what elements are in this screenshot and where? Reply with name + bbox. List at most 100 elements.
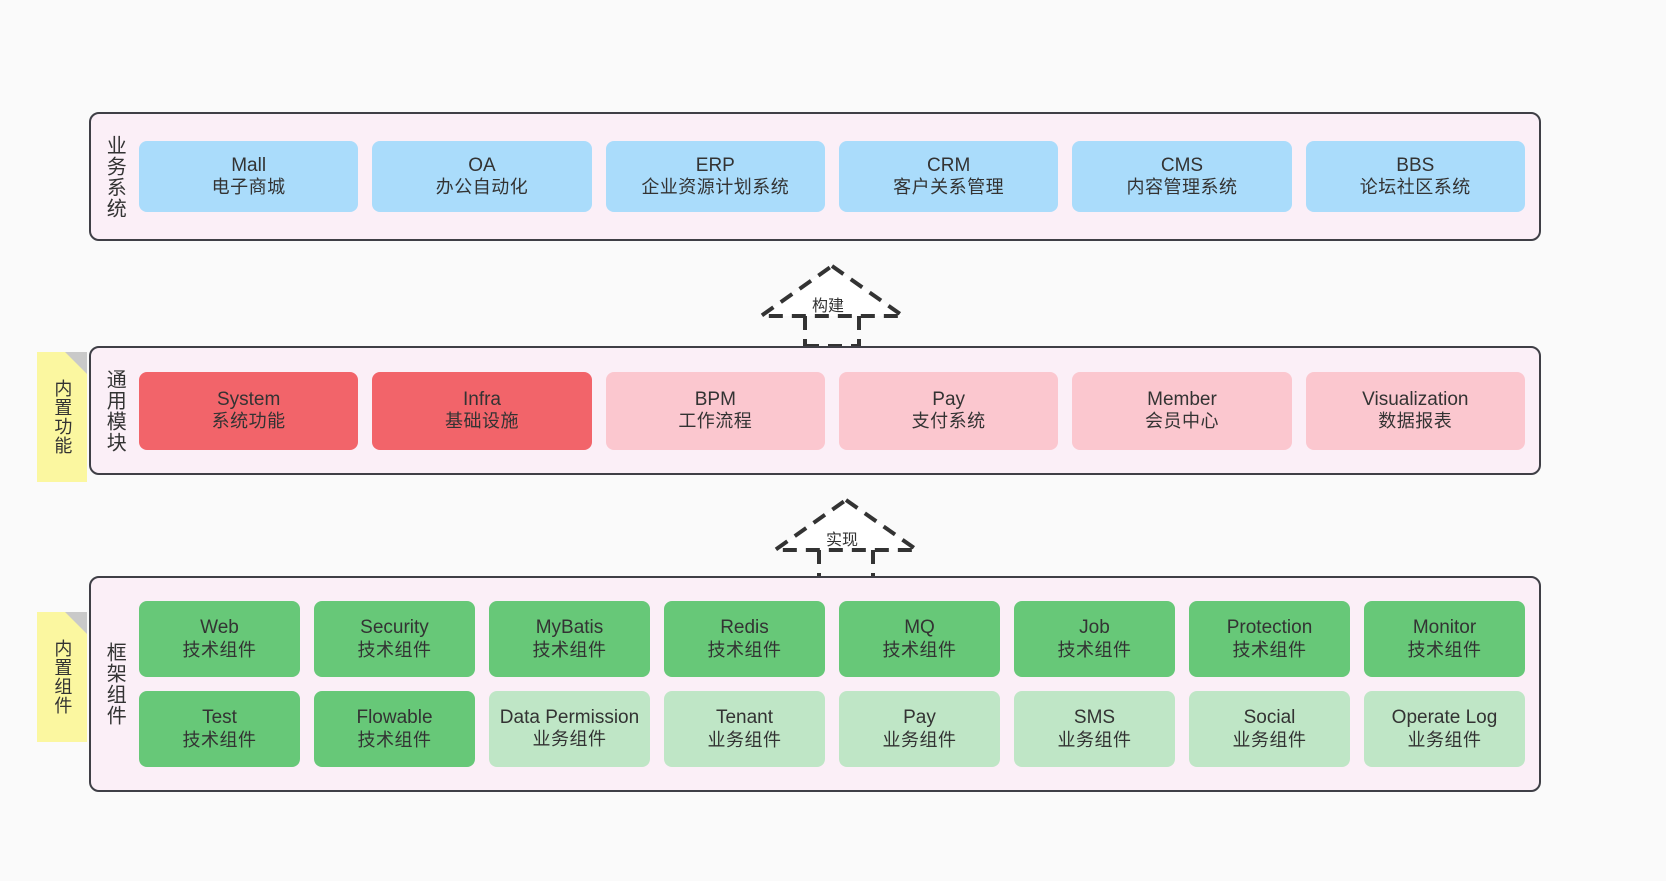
- card-monitor[interactable]: Monitor 技术组件: [1364, 601, 1525, 677]
- card-data-permission[interactable]: Data Permission 业务组件: [489, 691, 650, 767]
- card-system[interactable]: System 系统功能: [139, 371, 359, 450]
- card-sms[interactable]: SMS 业务组件: [1014, 691, 1175, 767]
- card-oa[interactable]: OA 办公自动化: [372, 141, 592, 212]
- card-member[interactable]: Member 会员中心: [1072, 371, 1292, 450]
- card-pay[interactable]: Pay 支付系统: [838, 371, 1059, 450]
- note-text: 内置功能: [52, 379, 73, 455]
- card-title-en: Job: [1079, 617, 1110, 639]
- card-visualization[interactable]: Visualization 数据报表: [1305, 371, 1525, 450]
- card-tenant[interactable]: Tenant 业务组件: [664, 691, 825, 767]
- card-row: System 系统功能 Infra 基础设施 BPM 工作流程 Pay 支付系统…: [139, 371, 1525, 450]
- card-title-en: Protection: [1226, 617, 1313, 639]
- card-title-cn: 技术组件: [182, 639, 257, 660]
- card-erp[interactable]: ERP 企业资源计划系统: [605, 141, 825, 212]
- card-mq[interactable]: MQ 技术组件: [839, 601, 1000, 677]
- card-title-en: Pay: [932, 388, 966, 410]
- card-title-en: Redis: [720, 617, 769, 639]
- card-social[interactable]: Social 业务组件: [1189, 691, 1350, 767]
- card-job[interactable]: Job 技术组件: [1014, 601, 1175, 677]
- card-title-en: SMS: [1073, 707, 1116, 729]
- card-mall[interactable]: Mall 电子商城: [139, 141, 359, 212]
- note-fold-icon: [65, 352, 87, 374]
- layer-common-modules: 通用模块 System 系统功能 Infra 基础设施 BPM 工作流程 Pay…: [89, 346, 1541, 475]
- card-title-cn: 数据报表: [1378, 411, 1453, 432]
- card-redis[interactable]: Redis 技术组件: [664, 601, 825, 677]
- card-title-en: Data Permission: [499, 706, 640, 728]
- card-title-en: Monitor: [1412, 617, 1477, 639]
- card-row: Test 技术组件 Flowable 技术组件 Data Permission …: [139, 691, 1525, 767]
- card-title-cn: 电子商城: [211, 177, 286, 198]
- card-pay-component[interactable]: Pay 业务组件: [839, 691, 1000, 767]
- card-title-en: Web: [200, 617, 239, 639]
- card-title-en: MQ: [904, 617, 935, 639]
- card-title-en: BPM: [694, 388, 736, 410]
- card-title-cn: 业务组件: [532, 729, 607, 750]
- card-title-en: ERP: [695, 154, 735, 176]
- card-title-cn: 技术组件: [707, 639, 782, 660]
- card-title-cn: 业务组件: [1057, 729, 1132, 750]
- layer-framework-components: 框架组件 Web 技术组件 Security 技术组件 MyBatis 技术组件…: [89, 576, 1541, 792]
- card-title-en: OA: [468, 154, 496, 176]
- card-infra[interactable]: Infra 基础设施: [372, 371, 592, 450]
- layer-body-common-modules: System 系统功能 Infra 基础设施 BPM 工作流程 Pay 支付系统…: [137, 348, 1539, 473]
- card-title-en: Operate Log: [1391, 707, 1498, 729]
- card-title-en: BBS: [1396, 154, 1435, 176]
- card-title-en: Tenant: [715, 707, 774, 729]
- card-row: Web 技术组件 Security 技术组件 MyBatis 技术组件 Redi…: [139, 601, 1525, 677]
- layer-business-systems: 业务系统 Mall 电子商城 OA 办公自动化 ERP 企业资源计划系统 CRM…: [89, 112, 1541, 241]
- card-title-en: Flowable: [356, 707, 433, 729]
- card-protection[interactable]: Protection 技术组件: [1189, 601, 1350, 677]
- layer-title-common-modules: 通用模块: [103, 368, 126, 453]
- card-web[interactable]: Web 技术组件: [139, 601, 300, 677]
- card-title-cn: 系统功能: [211, 411, 286, 432]
- card-title-cn: 业务组件: [882, 729, 957, 750]
- card-bpm[interactable]: BPM 工作流程: [605, 371, 825, 450]
- card-flowable[interactable]: Flowable 技术组件: [314, 691, 475, 767]
- card-title-en: System: [216, 388, 281, 410]
- layer-body-framework-components: Web 技术组件 Security 技术组件 MyBatis 技术组件 Redi…: [137, 578, 1539, 790]
- layer-title-framework-components: 框架组件: [103, 642, 126, 726]
- card-title-cn: 技术组件: [1057, 639, 1132, 660]
- card-title-en: Test: [202, 707, 237, 729]
- card-title-en: MyBatis: [535, 617, 604, 639]
- card-title-cn: 业务组件: [1232, 729, 1307, 750]
- note-fold-icon: [65, 612, 87, 634]
- card-title-en: Pay: [903, 707, 936, 729]
- card-cms[interactable]: CMS 内容管理系统: [1072, 141, 1292, 212]
- card-title-cn: 论坛社区系统: [1359, 177, 1471, 198]
- card-title-cn: 基础设施: [444, 411, 519, 432]
- card-title-cn: 业务组件: [707, 729, 782, 750]
- card-title-cn: 技术组件: [357, 729, 432, 750]
- card-row: Mall 电子商城 OA 办公自动化 ERP 企业资源计划系统 CRM 客户关系…: [139, 141, 1525, 212]
- connector-implement-label: 实现: [826, 532, 859, 549]
- card-bbs[interactable]: BBS 论坛社区系统: [1305, 141, 1525, 212]
- card-title-en: Security: [360, 617, 429, 639]
- note-builtin-components: 内置组件: [37, 612, 87, 742]
- card-title-cn: 内容管理系统: [1126, 177, 1238, 198]
- card-mybatis[interactable]: MyBatis 技术组件: [489, 601, 650, 677]
- card-title-en: Member: [1147, 388, 1217, 410]
- card-title-cn: 技术组件: [1407, 639, 1482, 660]
- card-test[interactable]: Test 技术组件: [139, 691, 300, 767]
- card-operate-log[interactable]: Operate Log 业务组件: [1364, 691, 1525, 767]
- card-title-en: CRM: [927, 154, 971, 176]
- card-security[interactable]: Security 技术组件: [314, 601, 475, 677]
- card-title-en: Visualization: [1362, 388, 1469, 410]
- note-builtin-features: 内置功能: [37, 352, 87, 482]
- card-title-cn: 技术组件: [1232, 639, 1307, 660]
- card-title-cn: 支付系统: [911, 411, 986, 432]
- card-title-en: Social: [1243, 707, 1296, 729]
- card-title-cn: 技术组件: [182, 729, 257, 750]
- card-crm[interactable]: CRM 客户关系管理: [838, 141, 1059, 212]
- card-title-cn: 技术组件: [357, 639, 432, 660]
- card-title-cn: 客户关系管理: [893, 177, 1005, 198]
- layer-title-business-systems: 业务系统: [103, 134, 126, 219]
- card-title-cn: 会员中心: [1144, 411, 1219, 432]
- card-title-en: Infra: [462, 388, 501, 410]
- card-title-cn: 办公自动化: [435, 177, 529, 198]
- card-title-en: CMS: [1160, 154, 1204, 176]
- card-title-cn: 工作流程: [678, 411, 753, 432]
- card-title-cn: 企业资源计划系统: [641, 177, 790, 198]
- card-title-cn: 业务组件: [1407, 729, 1482, 750]
- card-title-cn: 技术组件: [882, 639, 957, 660]
